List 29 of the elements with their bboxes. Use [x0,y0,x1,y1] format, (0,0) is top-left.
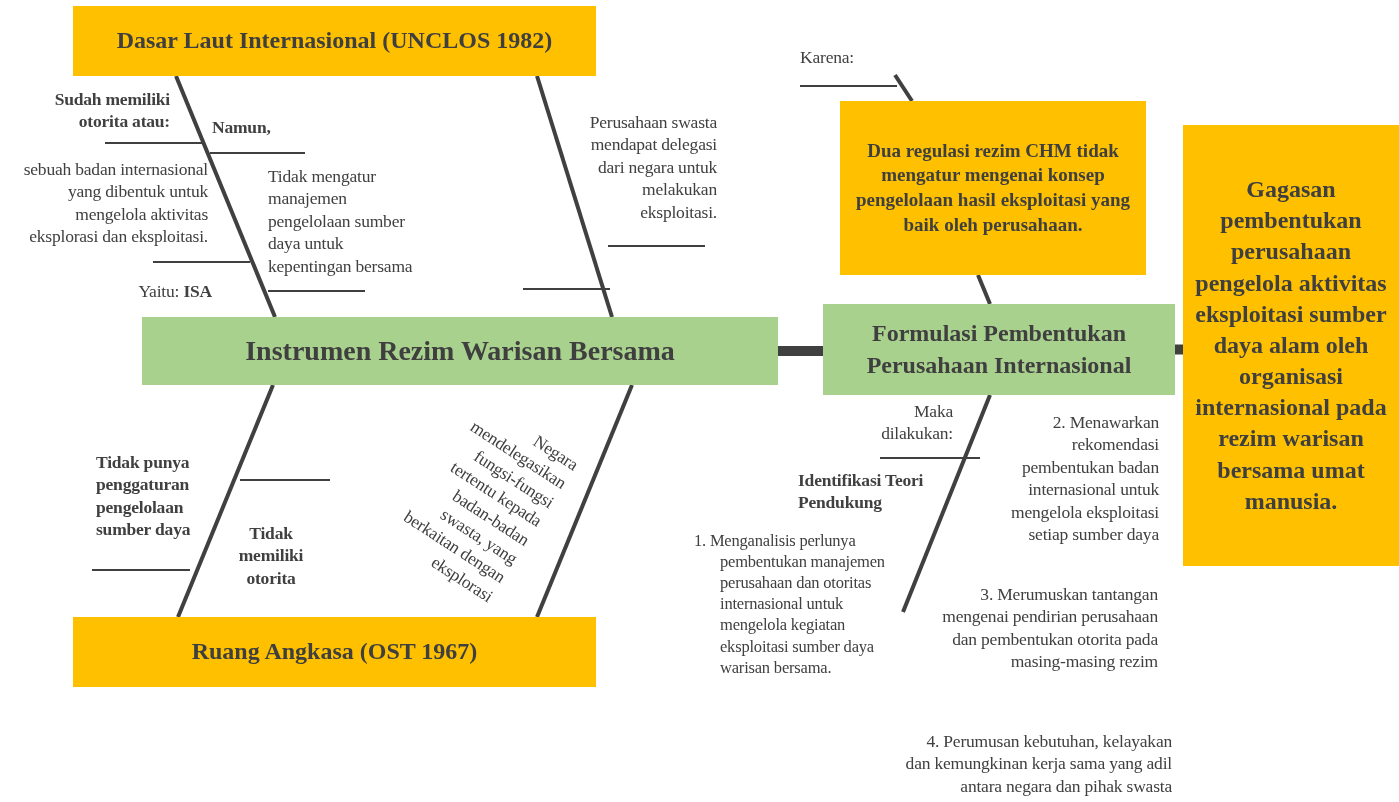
cause-text: Tidak memiliki otorita [237,522,305,590]
cause-text: Maka dilakukan: [880,400,953,445]
cause-text: Perusahaan swasta mendapat delegasi dari negara untuk melakukan eksploitasi. [588,111,717,223]
cause-text: Karena: [800,46,855,69]
cause-text: Sudah memiliki otorita atau: [53,88,170,133]
spine-box: Instrumen Rezim Warisan Bersama [142,317,778,385]
cause-text: Yaitu: ISA [137,280,212,303]
bone-line [174,75,277,318]
category-box: Dua regulasi rezim CHM tidak mengatur mengenai konsep pengelolaan hasil eksploitasi yang baik oleh perusahaan. [840,101,1146,275]
cause-text: Tidak punya penggaturan pengelolaan sumber daya [96,451,192,541]
category-box: Dasar Laut Internasional (UNCLOS 1982) [73,6,596,76]
cause-text: 4. Perumusan kebutuhan, kelayakan dan kemungkinan kerja sama yang adil antara negara dan pihak swasta [904,730,1172,798]
bone-line [535,75,614,318]
cause-text: Tidak mengatur manajemen pengelolaan sumber daya untuk kepentingan bersama [268,165,414,277]
bone-line [976,274,992,305]
cause-text: 2. Menawarkan rekomendasi pembentukan badan internasional untuk mengelola eksploitasi setiap sumber daya [1010,411,1159,546]
bone-line [176,384,275,618]
cause-text: 1. Menganalisis perlunya pembentukan manajemen perusahaan dan otoritas internasional untuk mengelola kegiatan eksploitasi sumber daya warisan bersama. [694,530,886,678]
cause-text: sebuah badan internasional yang dibentuk untuk mengelola aktivitas eksplorasi dan eksploitasi. [22,158,208,248]
category-box: Gagasan pembentukan perusahaan pengelola aktivitas eksploitasi sumber daya alam oleh organisasi internasional pada rezim warisan bersama umat manusia. [1183,125,1399,566]
bone-line [901,394,992,613]
cause-text: Namun, [212,116,272,139]
spine-box: Formulasi Pembentukan Perusahaan Internasional [823,304,1175,395]
spine-line [1175,344,1183,355]
spine-line [778,346,823,356]
bone-line [535,384,634,618]
category-box: Ruang Angkasa (OST 1967) [73,617,596,687]
cause-text: Identifikasi Teori Pendukung [798,469,925,514]
cause-text: 3. Merumuskan tantangan mengenai pendirian perusahaan dan pembentukan otorita pada masing-masing rezim [941,583,1158,673]
